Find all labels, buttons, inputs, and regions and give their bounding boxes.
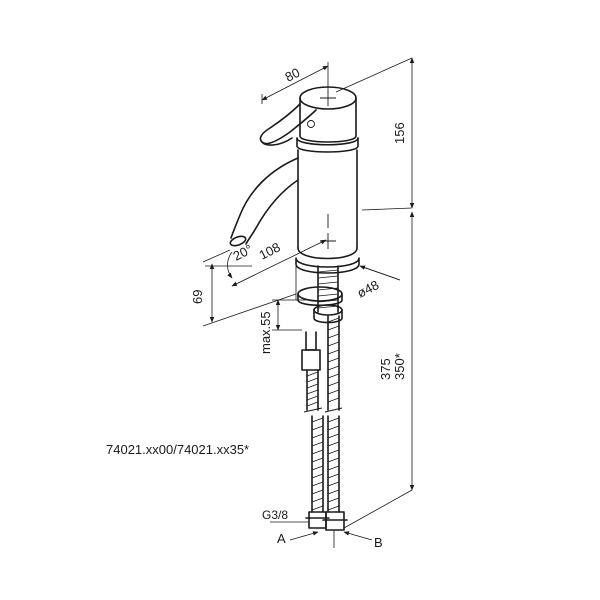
dim-spout-reach: 108 — [257, 239, 283, 262]
thread-label: G3/8 — [262, 508, 288, 522]
dim-spout-angle: 20° — [231, 241, 255, 263]
dim-width-top: 80 — [283, 65, 303, 85]
dim-hose-length-a: 375 — [378, 358, 393, 380]
product-code: 74021.xx00/74021.xx35* — [106, 442, 249, 457]
mounting-hardware — [297, 265, 343, 324]
spout — [230, 157, 299, 239]
dim-hose-length-b: 350* — [392, 353, 407, 380]
dim-deck-max: max.55 — [258, 311, 273, 354]
hoses — [301, 315, 348, 531]
fitting-right — [325, 511, 345, 531]
dim-base-diameter: ø48 — [355, 277, 382, 301]
dim-height-top: 156 — [392, 122, 407, 144]
connection-label-a: A — [277, 531, 286, 546]
connection-label-b: B — [374, 535, 383, 550]
dimension-lines — [202, 57, 415, 548]
dim-spout-height: 69 — [190, 290, 205, 304]
